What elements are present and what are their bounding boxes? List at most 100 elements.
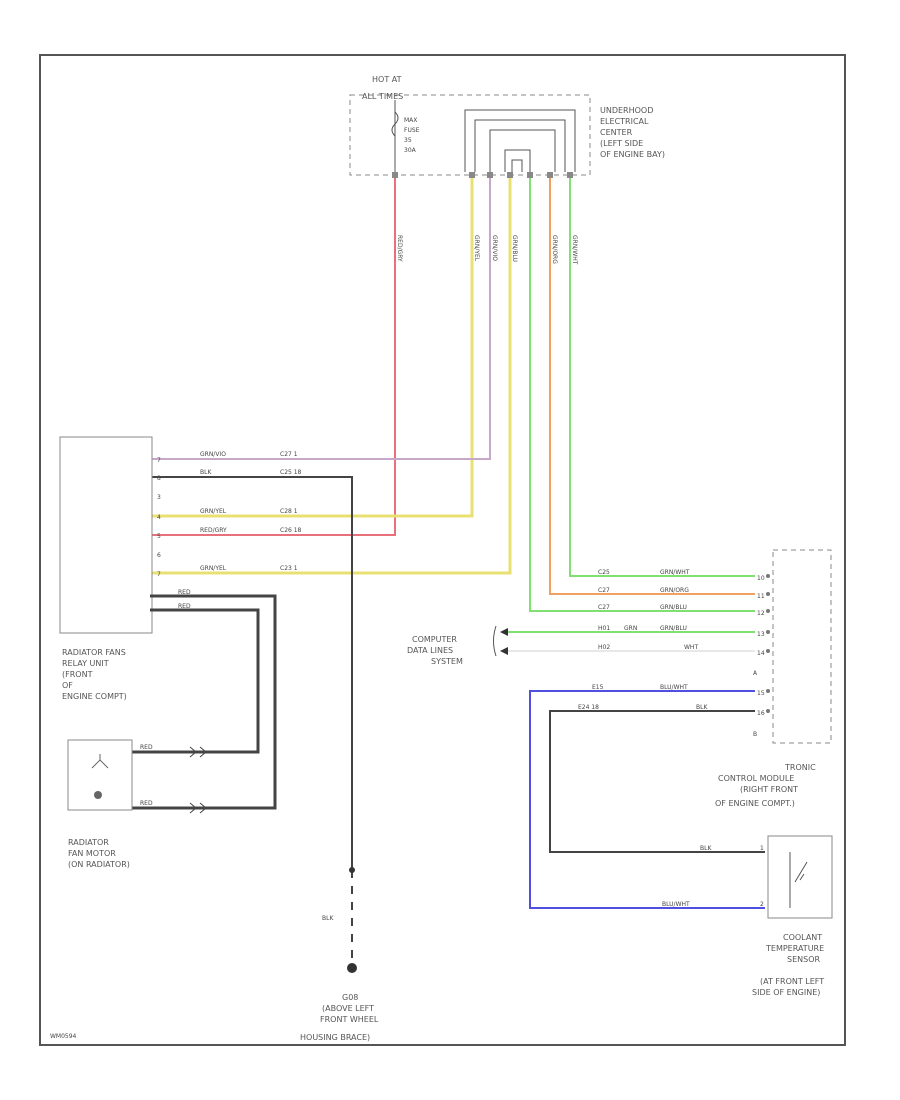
vertical-wire-label: GRN/VIO [491, 235, 498, 261]
relay-pin: 4 [157, 514, 161, 521]
tronic-wire-row: C27 GRN/BLU 12 [598, 604, 765, 617]
vertical-wire-label: GRN/WHT [571, 235, 578, 265]
vertical-wire-label: RED/GRY [396, 235, 403, 262]
relay-wire-color: GRN/YEL [200, 508, 227, 515]
diagram-frame [39, 54, 846, 1046]
relay-wire-conn: C23 1 [280, 565, 298, 572]
relay-unit-label-line: RELAY UNIT [62, 659, 109, 668]
tronic-wire-conn: C27 [598, 587, 610, 594]
tronic-wire-row: C25 GRN/WHT 10 [598, 569, 765, 582]
internal-circuit [464, 109, 576, 172]
wire-violet [150, 175, 491, 460]
relay-unit-box [59, 436, 153, 634]
underhood-label: UNDERHOOD ELECTRICAL CENTER (LEFT SIDE O… [600, 106, 665, 159]
inline-connector-icon [189, 746, 207, 814]
fan-motor-label-line: FAN MOTOR [68, 849, 116, 858]
ground-point-icon [347, 963, 357, 973]
tronic-pin: 16 [757, 710, 765, 717]
inline-connector-shape [199, 802, 207, 814]
motor-wire-label: RED [140, 800, 153, 807]
tronic-wire-conn: H01 [598, 625, 610, 632]
tronic-wire-color: GRN [624, 625, 637, 632]
tronic-wire-row: E15 BLU/WHT 15 [592, 684, 765, 697]
coolant-label-line: TEMPERATURE [765, 944, 824, 953]
tronic-wire-color: BLU/WHT [660, 684, 688, 691]
wire-blue-sensor [529, 690, 765, 909]
fuse-label: MAX FUSE 35 30A [404, 117, 420, 154]
relay-pin: 7 [157, 457, 161, 464]
fuse-symbol [391, 111, 399, 137]
relay-unit-label-line: (FRONT [62, 670, 93, 679]
tronic-pin-marks [766, 574, 770, 713]
thermistor-icon [794, 861, 808, 883]
tronic-pin: A [753, 670, 758, 677]
underhood-label-line: ELECTRICAL [600, 117, 649, 126]
relay-pin: 5 [157, 533, 161, 540]
relay-wire-color: RED/GRY [200, 527, 227, 534]
coolant-label-line: SENSOR [787, 955, 820, 964]
connector-mark [507, 172, 513, 178]
tronic-wire-color: GRN/WHT [660, 569, 690, 576]
fan-motor-label-line: RADIATOR [68, 838, 109, 847]
underhood-label-line: OF ENGINE BAY) [600, 150, 665, 159]
tronic-wire-row: H02 WHT 14 [598, 644, 765, 657]
ground-label-line: FRONT WHEEL [320, 1015, 379, 1024]
inline-connector-shape [189, 746, 197, 758]
fan-motor-label: RADIATOR FAN MOTOR (ON RADIATOR) [68, 838, 130, 869]
tronic-pin: 10 [757, 575, 765, 582]
pin-mark [766, 609, 770, 613]
relay-wire-row: 6 [157, 552, 161, 559]
sensor-wire-color: BLU/WHT [662, 901, 690, 908]
coolant-label: COOLANT TEMPERATURE SENSOR (AT FRONT LEF… [752, 933, 824, 997]
wire-yellow-1 [150, 175, 474, 518]
coolant-label-line: SIDE OF ENGINE) [752, 988, 820, 997]
connector-mark [487, 172, 493, 178]
sensor-pin: 2 [760, 901, 764, 908]
fan-motor-label-line: (ON RADIATOR) [68, 860, 130, 869]
computer-label: COMPUTER DATA LINES SYSTEM [407, 635, 463, 666]
underhood-electrical-center [349, 94, 591, 176]
ground-label: G08 (ABOVE LEFT FRONT WHEEL HOUSING BRAC… [300, 993, 379, 1042]
hot-at-sub-label: ALL TIMES [362, 92, 403, 101]
internal-circuit [511, 159, 523, 172]
tronic-wire-color: BLK [696, 704, 708, 711]
tronic-wire-color: WHT [684, 644, 698, 651]
hot-at-label: HOT AT [372, 75, 402, 84]
relay-unit-label-line: ENGINE COMPT) [62, 692, 127, 701]
connector-mark [469, 172, 475, 178]
tronic-label-line: OF ENGINE COMPT.) [715, 799, 795, 808]
pin-mark [766, 649, 770, 653]
fuse-line: 35 [404, 137, 412, 144]
wire-green-white [569, 175, 755, 577]
tronic-label-line: (RIGHT FRONT [740, 785, 798, 794]
tronic-wire-row: H01 GRN GRN/BLU 13 [598, 625, 765, 638]
relay-wire-row: 7 GRN/YEL C23 1 [157, 565, 298, 578]
relay-wire-color: GRN/YEL [200, 565, 227, 572]
underhood-label-line: UNDERHOOD [600, 106, 653, 115]
computer-label-line: SYSTEM [431, 657, 463, 666]
relay-pin: 7 [157, 571, 161, 578]
relay-wire-conn: C28 1 [280, 508, 298, 515]
tronic-label-line: CONTROL MODULE [718, 774, 794, 783]
tronic-wire-conn: E15 [592, 684, 604, 691]
relay-unit-label-line: RADIATOR FANS [62, 648, 126, 657]
relay-unit-label-line: OF [62, 681, 73, 690]
wire-orange [549, 175, 755, 595]
relay-pin: 3 [157, 494, 161, 501]
wire-motor-2 [130, 608, 260, 754]
connector-mark [567, 172, 573, 178]
tronic-pin: 14 [757, 650, 765, 657]
connector-mark [392, 172, 398, 178]
motor-wire-label: RED [140, 744, 153, 751]
computer-label-line: COMPUTER [412, 635, 457, 644]
tronic-wire-row: C27 GRN/ORG 11 [598, 587, 765, 600]
wire-green-blue [529, 175, 755, 612]
tronic-label: TRONIC CONTROL MODULE (RIGHT FRONT OF EN… [715, 763, 816, 808]
relay-pin: 6 [157, 552, 161, 559]
pin-mark [766, 709, 770, 713]
sensor-wire-row: BLK 1 [700, 845, 764, 852]
wire-yellow-2 [150, 175, 512, 575]
tronic-pin: 11 [757, 593, 765, 600]
internal-circuit [504, 149, 531, 172]
